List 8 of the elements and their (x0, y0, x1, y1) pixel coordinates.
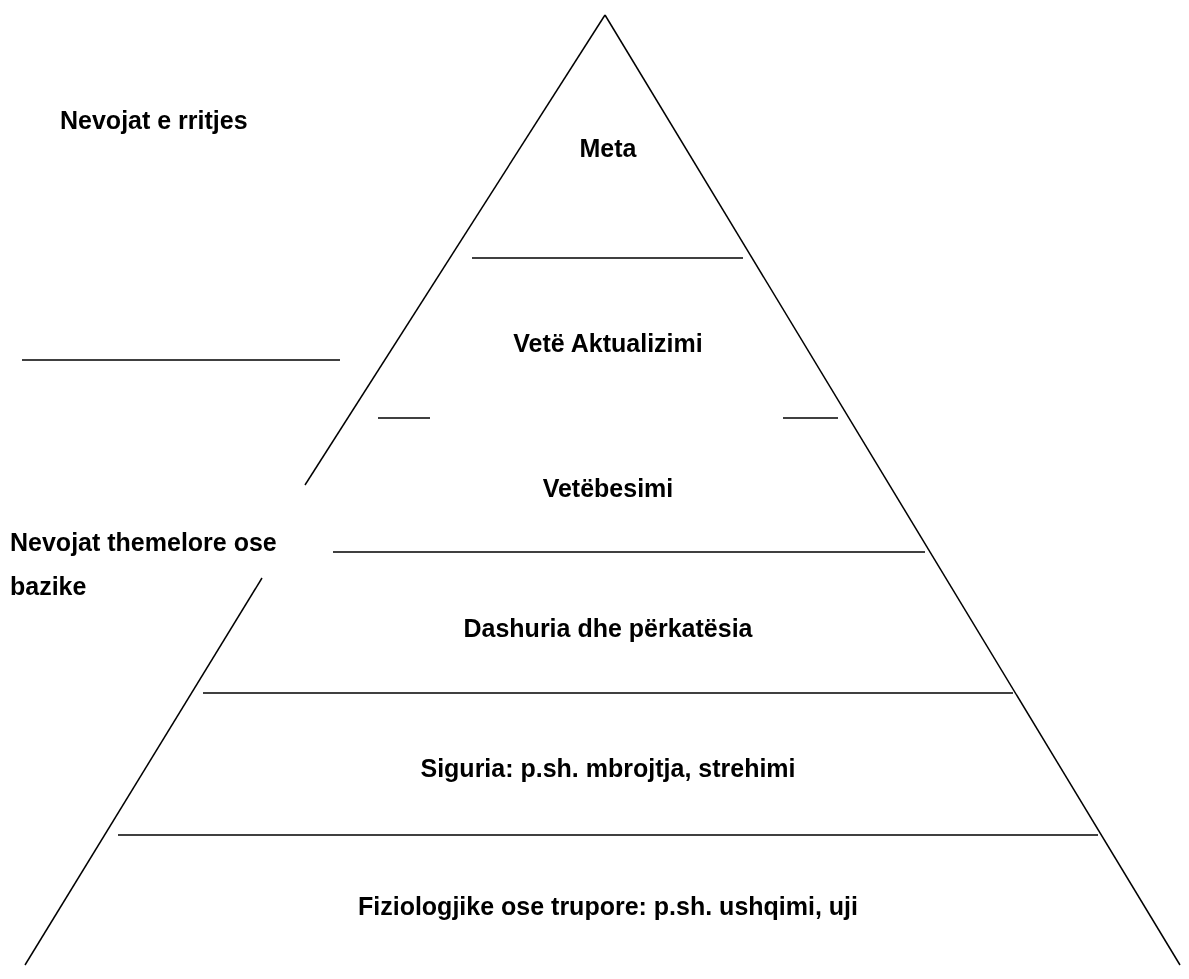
pyramid-level-text: Vetë Aktualizimi (508, 324, 708, 362)
group-label: Nevojat themelore ose bazike (10, 527, 278, 602)
pyramid-level-text: Siguria: p.sh. mbrojtja, strehimi (283, 749, 933, 787)
group-label: Nevojat e rritjes (60, 105, 249, 136)
pyramid-level-text: Dashuria dhe përkatësia (358, 609, 858, 647)
pyramid-level-text: Vetëbesimi (458, 469, 758, 507)
pyramid-level-text: Meta (508, 129, 708, 167)
pyramid-level-text: Fiziologjike ose trupore: p.sh. ushqimi, uji (208, 887, 1008, 925)
